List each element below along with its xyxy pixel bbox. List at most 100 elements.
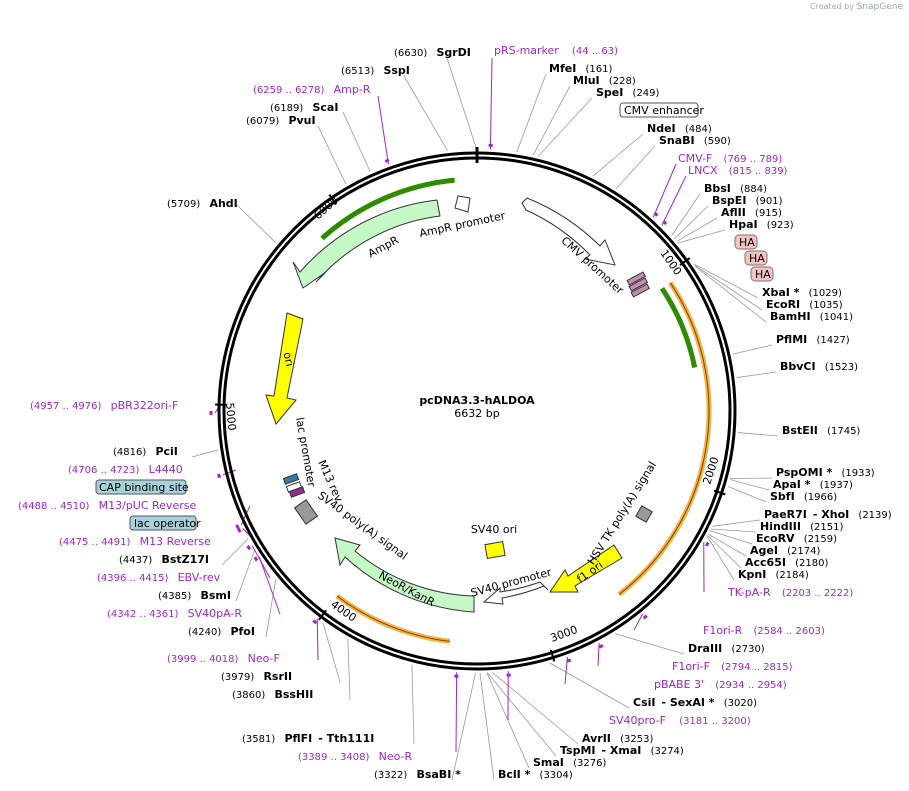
ha-tag-2 — [628, 277, 649, 292]
primer-mark-9 — [253, 556, 259, 562]
primer-mark-15 — [642, 614, 648, 620]
cmv-promoter-arrow — [521, 197, 616, 266]
enzyme-pfoi: (4240) PfoI — [188, 625, 255, 638]
enzyme-leader-29 — [614, 633, 685, 655]
primer-mark-8 — [246, 545, 252, 551]
primer-leader-5 — [222, 469, 237, 476]
primer-leader-15 — [633, 613, 644, 631]
green-band-top — [320, 177, 455, 241]
ori-label: ori — [281, 351, 297, 368]
enzyme-leader-27 — [707, 535, 742, 569]
enzyme-leader-32 — [487, 672, 557, 757]
enzyme-leader-26 — [708, 533, 747, 557]
primer-mark-5 — [217, 473, 221, 479]
leader-lines — [191, 57, 779, 781]
orange-band-right-core — [618, 282, 710, 595]
enzyme-kpni: KpnI (2184) — [738, 568, 809, 581]
enzyme-leader-13 — [677, 229, 726, 244]
primer-prs-marker: pRS-marker (44 .. 63) — [494, 44, 618, 57]
enzyme-paer7i-xhoi: PaeR7I- XhoI (2139) — [764, 508, 892, 521]
enzyme-snabi: SnaBI (590) — [659, 134, 731, 147]
enzyme-leader-28 — [706, 536, 735, 581]
enzyme-leader-2 — [342, 111, 371, 172]
enzyme-bamhi: BamHI (1041) — [770, 310, 853, 323]
green-band-right — [659, 286, 698, 369]
ha-tags — [626, 271, 651, 298]
enzyme-leader-8 — [592, 133, 644, 177]
primer-f1ori-r: F1ori-R (2584 .. 2603) — [703, 624, 825, 637]
sv40-promoter-arrow — [482, 581, 549, 605]
enzyme-leader-9 — [615, 145, 656, 190]
enzyme-csii-sexai: CsiI- SexAI * (3020) — [633, 696, 757, 709]
primer-neo-r: (3389 .. 3408) Neo-R — [298, 750, 413, 763]
enzyme-bsmi: (4385) BsmI — [158, 589, 231, 602]
tick-mark-3000 — [549, 649, 556, 662]
sv40-ori-box — [484, 540, 506, 560]
enzyme-leader-0 — [446, 57, 477, 150]
enzyme-leader-41 — [221, 538, 249, 566]
enzyme-scai: (6189) ScaI — [270, 101, 338, 114]
enzyme-leader-1 — [403, 75, 448, 151]
primer-l4440: (4706 .. 4723) L4440 — [68, 463, 183, 476]
primer-leader-2 — [652, 163, 677, 218]
tick-label-6000: 6000 — [311, 194, 341, 222]
enzyme-leader-33 — [486, 672, 530, 769]
enzyme-bcli: BclI * (3304) — [498, 768, 573, 781]
enzyme-leader-22 — [727, 486, 767, 503]
enzyme-draiii: DraIII (2730) — [688, 642, 765, 655]
lac-operator-box-label — [129, 515, 197, 531]
cap-binding-box — [282, 473, 300, 485]
enzyme-mlui: MluI (228) — [573, 74, 636, 87]
enzyme-pspomi: PspOMI * (1933) — [776, 466, 875, 479]
tick-mark-1000 — [679, 257, 691, 266]
enzyme-ahdi: (5709) AhdI — [167, 197, 238, 210]
enzyme-hindiii: HindIII (2151) — [760, 520, 844, 533]
enzyme-pflmi: PflMI (1427) — [776, 333, 850, 346]
credit-text: Created by — [810, 2, 855, 11]
neor-gene-arrow — [334, 537, 475, 613]
ha-box-2 — [744, 250, 768, 266]
primer-m13-puc-reverse: (4488 .. 4510) M13/pUC Reverse — [18, 499, 196, 512]
primer-tk-pa-r: TK-pA-R (2203 .. 2222) — [727, 586, 853, 599]
primer-sv40pa-r: (4342 .. 4361) SV40pA-R — [107, 607, 242, 620]
ampr-promoter-arrow — [454, 195, 471, 213]
backbone-ticks — [215, 147, 726, 662]
enzyme-leader-21 — [729, 479, 770, 491]
enzyme-leader-25 — [709, 530, 753, 545]
ha-box-1 — [734, 234, 758, 250]
enzyme-hpai: HpaI (923) — [729, 218, 794, 231]
enzyme-leader-38 — [322, 622, 341, 683]
sv40-polya-label: SV40 poly(A) signal — [315, 489, 410, 563]
enzyme-labels: (6630) SgrDI (6513) SspI (6189) ScaI (60… — [113, 46, 892, 781]
primer-leader-11 — [455, 672, 458, 753]
enzyme-leader-16 — [695, 266, 767, 323]
enzyme-mfei: MfeI (161) — [549, 62, 612, 75]
primer-leader-0 — [489, 57, 493, 150]
plasmid-length: 6632 bp — [454, 407, 499, 420]
boxed-labels: CMV enhancer HA HA HA CAP binding site l… — [95, 102, 774, 531]
ha-box-3 — [750, 266, 774, 282]
primer-leader-10 — [316, 618, 319, 661]
primer-pbr322ori-f: (4957 .. 4976) pBR322ori-F — [30, 399, 178, 412]
primer-labels: pRS-marker (44 .. 63) (6259 .. 6278) Amp… — [18, 44, 853, 763]
enzyme-bbsi: BbsI (884) — [704, 182, 767, 195]
snapgene-brand: SnapGene — [856, 2, 903, 12]
enzyme-leader-30 — [549, 662, 630, 709]
plasmid-name: pcDNA3.3-hALDOA — [419, 394, 535, 407]
feature-arcs — [320, 177, 712, 644]
lac-operator-box — [288, 486, 306, 498]
enzyme-tspmi-xmai: TspMI- XmaI (3274) — [560, 744, 684, 757]
ha-tag-3 — [630, 283, 651, 298]
primer-mark-3 — [662, 220, 668, 226]
enzyme-xbai: XbaI * (1029) — [762, 286, 842, 299]
ha-label-1: HA — [739, 236, 755, 249]
enzyme-leader-31 — [492, 672, 579, 745]
primer-neo-f: (3999 .. 4018) Neo-F — [167, 652, 280, 665]
enzyme-leader-11 — [674, 205, 709, 240]
enzyme-ecori: EcoRI (1035) — [766, 298, 843, 311]
tick-mark-6000 — [328, 194, 337, 206]
enzyme-ndei: NdeI (484) — [647, 122, 712, 135]
enzyme-ecorv: EcoRV (2159) — [756, 532, 837, 545]
ampr-gene-arrow — [292, 199, 441, 289]
